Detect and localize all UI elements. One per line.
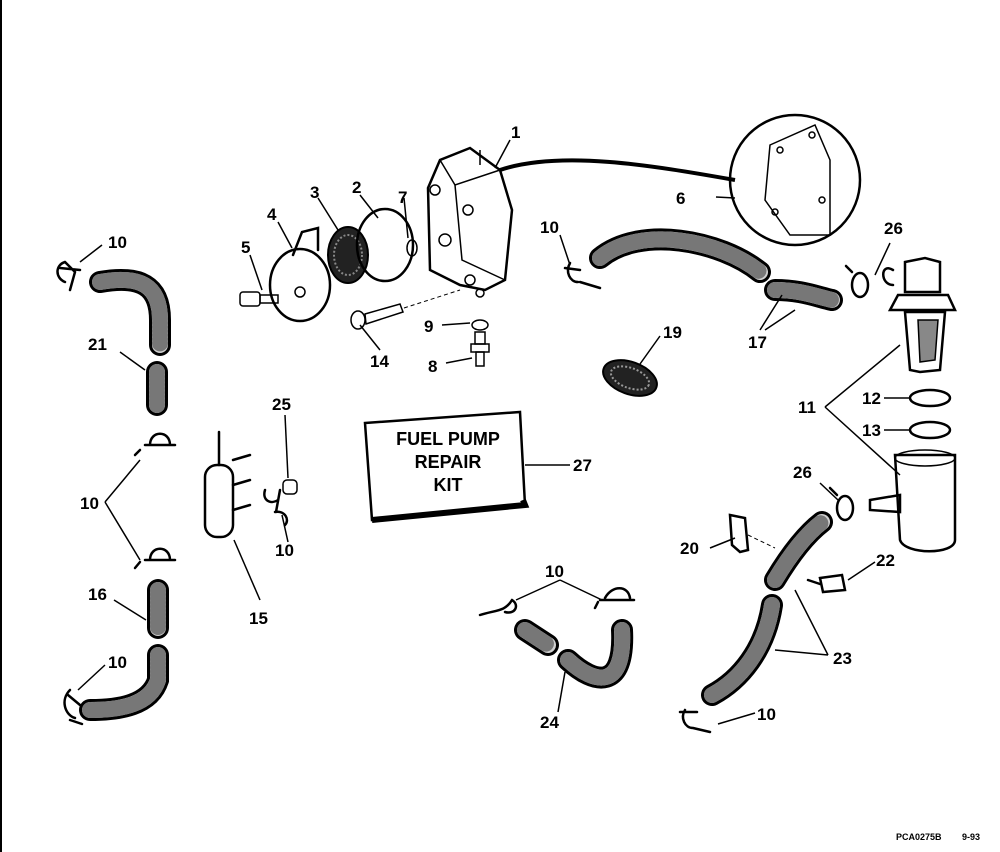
callout-27: 27 (573, 456, 592, 475)
hose-17-short (764, 279, 843, 311)
callout-13: 13 (862, 421, 881, 440)
callout-8: 8 (428, 357, 437, 376)
callout-24: 24 (540, 713, 559, 732)
hose-16-elbow (79, 644, 169, 721)
hose-17-long (589, 228, 771, 283)
callout-7: 7 (398, 188, 407, 207)
callout-labels: 1 2 3 4 5 6 7 8 9 10 10 10 10 10 10 10 1… (80, 123, 903, 732)
hose-24-short (514, 619, 559, 656)
callout-5: 5 (241, 238, 250, 257)
callout-10-a: 10 (108, 233, 127, 252)
hose-23-lower (701, 594, 783, 706)
kit-line-1: FUEL PUMP (396, 429, 500, 449)
pump-cover (268, 226, 332, 323)
callout-11: 11 (798, 398, 816, 417)
clamp-10-h (678, 708, 712, 734)
hose-24-elbow (557, 619, 634, 689)
o-ring-13 (908, 420, 952, 440)
clamp-26-top (844, 264, 870, 299)
callout-10-d: 10 (540, 218, 559, 237)
o-ring-12 (908, 388, 952, 408)
callout-4: 4 (267, 205, 277, 224)
callout-20: 20 (680, 539, 699, 558)
plug-25 (282, 479, 298, 495)
callout-2: 2 (352, 178, 361, 197)
kit-line-2: REPAIR (415, 452, 482, 472)
hose-21-elbow (89, 268, 171, 356)
callout-22: 22 (876, 551, 895, 570)
pump-to-inset-line (499, 158, 736, 182)
leader-lines (77, 139, 910, 725)
callout-23: 23 (833, 649, 852, 668)
washer-9 (471, 319, 489, 331)
inlet-screen-19 (602, 359, 658, 397)
callout-12: 12 (862, 389, 881, 408)
clamp-10-c (133, 547, 177, 570)
clamp-10-b (133, 432, 177, 457)
pump-screen (327, 226, 369, 284)
figure-date: 9-93 (962, 832, 980, 842)
callout-6: 6 (676, 189, 685, 208)
callout-25: 25 (272, 395, 291, 414)
clamp-10-f (263, 488, 289, 527)
fuel-filter-15 (203, 430, 252, 539)
callout-10-f: 10 (545, 562, 564, 581)
callout-1: 1 (511, 123, 520, 142)
clamp-26-bottom (828, 486, 855, 522)
callout-10-c: 10 (108, 653, 127, 672)
bracket-20 (728, 513, 776, 554)
callout-10-b: 10 (80, 494, 99, 513)
clamp-10-g (478, 587, 636, 617)
screw-14 (350, 289, 461, 330)
callout-21: 21 (88, 335, 107, 354)
repair-kit-box: FUEL PUMP REPAIR KIT (363, 410, 530, 523)
callout-19: 19 (663, 323, 682, 342)
callout-15: 15 (249, 609, 268, 628)
callout-9: 9 (424, 317, 433, 336)
callout-16: 16 (88, 585, 107, 604)
fuel-pump-body (426, 146, 514, 298)
callout-26-a: 26 (884, 219, 903, 238)
clamp-10-e (563, 261, 602, 290)
callout-17: 17 (748, 333, 767, 352)
screw-5 (239, 291, 279, 307)
callout-10-g: 10 (757, 705, 776, 724)
callout-3: 3 (310, 183, 319, 202)
hose-23-upper (764, 511, 833, 591)
callout-10-e: 10 (275, 541, 294, 560)
fitting-8 (470, 331, 490, 367)
callout-26-b: 26 (793, 463, 812, 482)
gasket-inset (728, 113, 862, 247)
pump-gasket (355, 207, 415, 283)
clamp-10-d (63, 688, 84, 726)
fuel-filter-assembly-11 (868, 256, 957, 553)
callout-14: 14 (370, 352, 389, 371)
screw-22 (806, 573, 847, 594)
figure-code: PCA0275B (896, 832, 942, 842)
kit-line-3: KIT (434, 475, 463, 495)
o-ring-7 (406, 239, 418, 257)
clamp-10-a (56, 260, 82, 292)
